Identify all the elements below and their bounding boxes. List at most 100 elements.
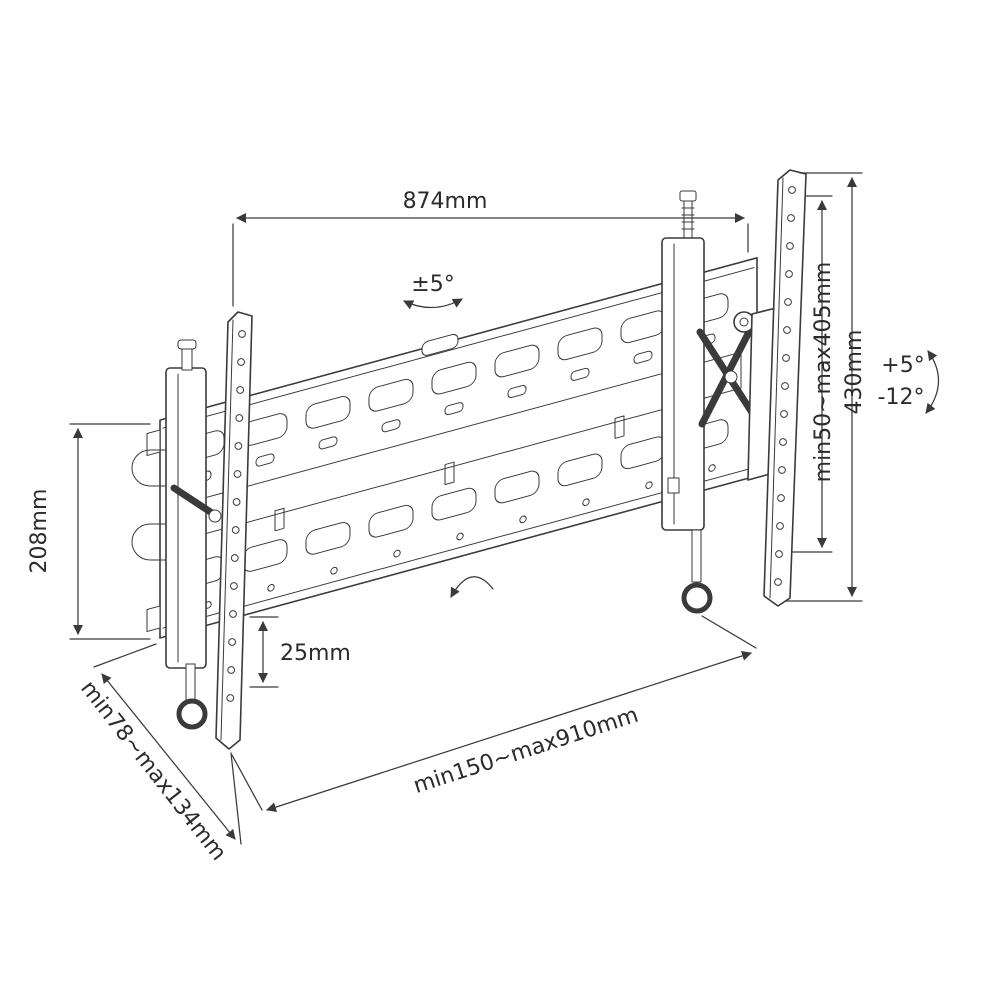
screw-hole [519,515,527,524]
vesa-hole [230,582,238,590]
label-swivel-range: ±5° [411,272,454,297]
right-adjust-screw [683,199,693,241]
dim-line-tv-width [266,651,752,812]
mounting-slot [557,327,603,361]
right-vesa-rail-body [763,169,807,607]
screw-hole [582,498,590,507]
vesa-hole [229,610,237,618]
right-bracket-bar [661,237,705,531]
label-depth-range: min78~max134mm [75,676,231,865]
tension-knob-center [739,317,749,327]
label-height-adjust: 25mm [280,641,351,666]
screw-hole [267,584,275,592]
vesa-hole [777,494,785,502]
screw-hole [330,566,338,575]
vesa-hole [785,270,793,278]
mounting-slot [494,470,540,504]
mounting-slot [494,344,540,378]
vesa-hole [237,358,246,366]
screw-hole [456,532,464,541]
right-bar-window [667,477,680,494]
dimensions [69,172,940,845]
small-slot [570,367,590,381]
vesa-hole [228,638,237,646]
mounting-slot [305,395,351,429]
label-rail-length: 430mm [842,330,867,415]
ext-line-depth-upper [93,643,157,668]
plate-bottom-edge-line [162,467,755,629]
right-vesa-rail-line [769,177,784,599]
vesa-hole [779,438,787,446]
vesa-hole [235,414,244,422]
wall-hook-upper [131,449,171,487]
ext-line-tvwidth-right [701,615,757,649]
left-lock-screw-head [177,339,197,350]
left-bracket-bar [165,367,207,669]
label-tilt-down: -12° [878,385,925,410]
vesa-hole [786,242,794,250]
top-latch-clip [421,333,459,356]
left-pull-stem [185,663,196,701]
small-slot [255,453,275,467]
dim-line-depth [101,673,236,840]
plate-top-edge-line [162,267,755,429]
right-rail-holes [774,186,796,586]
wall-hook-lower [131,523,171,561]
left-vesa-rail-line [220,319,234,741]
vesa-hole [234,442,243,450]
label-tv-width-range: min150~max910mm [411,703,642,799]
vesa-hole [230,554,239,562]
right-vesa-rail [763,169,807,607]
ext-line-tvwidth-left [231,754,263,811]
mounting-slot [557,453,603,487]
tilt-motion-arc [450,576,494,598]
hook-tabs [274,415,625,532]
wall-plate [146,256,758,639]
label-vesa-hole-range: min50~max405mm [811,262,836,483]
vesa-hole [232,498,241,506]
left-pull-ring [176,698,208,730]
vesa-hole [783,326,791,334]
small-slot [318,436,338,450]
mounting-slot [305,521,351,555]
mounting-slot [368,378,414,412]
wall-tab-bottom [146,605,161,633]
right-pull-ring [681,582,713,614]
mounting-slot [431,361,477,395]
vesa-hole [781,382,789,390]
vesa-hole [782,354,790,362]
hanging-hook [614,415,625,439]
small-slot [444,402,464,416]
mounting-slot [431,487,477,521]
label-plate-height: 208mm [27,489,52,574]
swivel-arc [403,298,463,310]
right-screw-head [679,190,697,202]
small-slot [381,419,401,433]
screw-hole [645,481,653,489]
ext-line-depth-lower [230,752,242,845]
tilt-range-arc [925,350,940,414]
label-width-total: 874mm [403,189,488,214]
hanging-hook [444,461,455,486]
tilt-arm-pivot [724,370,738,384]
vesa-hole [784,298,792,306]
left-vesa-rail-body [215,311,253,750]
vesa-hole [776,522,784,530]
screw-hole [708,464,716,472]
left-latch-lever [170,484,216,517]
screw-hole [393,549,401,558]
vesa-hole [778,466,786,474]
vesa-hole [236,386,245,394]
vesa-hole [787,214,795,222]
vesa-hole [231,526,240,534]
small-slot [633,350,653,364]
right-pull-stem [691,529,702,583]
left-latch-pivot [208,509,222,523]
vesa-hole [233,470,242,478]
left-lock-screw [181,347,193,371]
small-slot [507,384,527,399]
vesa-hole [780,410,788,418]
mounting-slot [368,504,414,538]
wall-tab-top [146,429,161,457]
